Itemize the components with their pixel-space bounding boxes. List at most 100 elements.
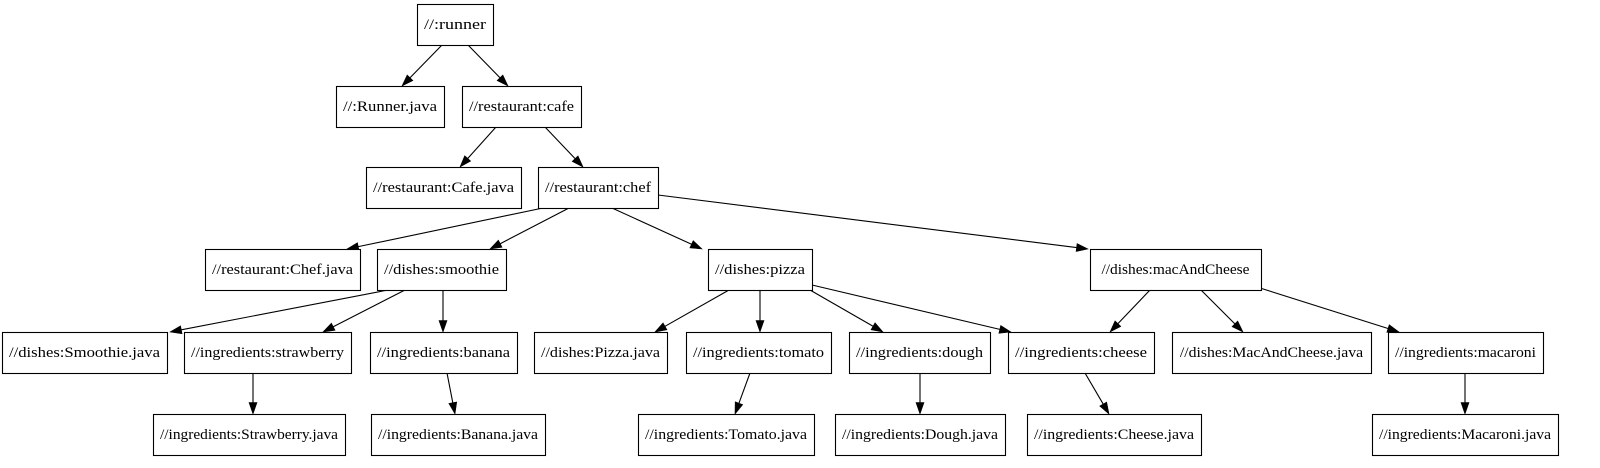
graph-node[interactable]: //dishes:Smoothie.java: [1, 331, 169, 375]
node-label: //ingredients:tomato: [693, 345, 824, 361]
node-box[interactable]: [370, 413, 547, 457]
edge-line: [467, 44, 501, 79]
graph-edge: [1460, 373, 1470, 415]
graph-edge: [169, 289, 389, 335]
graph-edge: [811, 284, 1012, 334]
node-label: //dishes:macAndCheese: [1101, 262, 1249, 278]
graph-node[interactable]: //restaurant:Chef.java: [204, 248, 362, 292]
edge-line: [738, 372, 751, 404]
edge-arrowhead: [1109, 320, 1122, 333]
node-box[interactable]: [1371, 413, 1560, 457]
graph-edge: [611, 207, 703, 250]
edge-arrowhead: [1099, 401, 1110, 415]
node-label: //ingredients:Macaroni.java: [1379, 427, 1552, 443]
node-label: //ingredients:Dough.java: [842, 427, 999, 443]
edge-arrowhead: [571, 155, 584, 168]
edge-arrowhead: [322, 322, 336, 333]
node-box[interactable]: [537, 166, 660, 210]
graph-node[interactable]: //restaurant:Cafe.java: [365, 166, 523, 210]
node-box[interactable]: [1089, 248, 1263, 292]
node-box[interactable]: [1387, 331, 1545, 375]
node-label: //dishes:smoothie: [384, 262, 499, 278]
graph-node[interactable]: //:runner: [416, 3, 495, 47]
edge-arrowhead: [870, 322, 884, 333]
node-box[interactable]: [204, 248, 362, 292]
node-box[interactable]: [1007, 331, 1156, 375]
node-label: //ingredients:Tomato.java: [645, 427, 808, 443]
edge-arrowhead: [459, 155, 472, 168]
node-box[interactable]: [1, 331, 169, 375]
graph-edge: [657, 194, 1089, 252]
graph-edge: [401, 44, 443, 87]
graph-node[interactable]: //ingredients:dough: [848, 331, 992, 375]
edge-line: [811, 284, 1000, 330]
node-label: //ingredients:macaroni: [1395, 345, 1536, 361]
edge-arrowhead: [1460, 402, 1470, 415]
graph-edge: [459, 126, 497, 168]
node-box[interactable]: [369, 331, 519, 375]
graph-node[interactable]: //ingredients:cheese: [1007, 331, 1156, 375]
graph-node[interactable]: //dishes:smoothie: [376, 248, 508, 292]
node-box[interactable]: [152, 413, 347, 457]
edge-arrowhead: [169, 325, 183, 335]
graph-edge: [446, 372, 458, 415]
graph-node[interactable]: //ingredients:banana: [369, 331, 519, 375]
graph-node[interactable]: //restaurant:cafe: [461, 85, 583, 129]
graph-node[interactable]: //dishes:Pizza.java: [533, 331, 669, 375]
node-box[interactable]: [637, 413, 816, 457]
node-box[interactable]: [848, 331, 992, 375]
node-box[interactable]: [376, 248, 508, 292]
node-box[interactable]: [365, 166, 523, 210]
edge-line: [1117, 289, 1151, 325]
node-box[interactable]: [416, 3, 495, 47]
node-box[interactable]: [533, 331, 669, 375]
node-box[interactable]: [685, 331, 833, 375]
graph-node[interactable]: //:Runner.java: [335, 85, 446, 129]
edge-arrowhead: [496, 74, 509, 87]
edge-line: [409, 44, 443, 79]
edge-arrowhead: [248, 402, 258, 415]
edge-arrowhead: [1386, 324, 1400, 333]
graph-node[interactable]: //ingredients:Tomato.java: [637, 413, 816, 457]
nodes-layer: //:runner //:Runner.java //restaurant:cafe…: [1, 3, 1560, 457]
node-label: //dishes:Smoothie.java: [9, 345, 161, 361]
graph-node[interactable]: //dishes:pizza: [707, 248, 814, 292]
node-label: //restaurant:Cafe.java: [373, 180, 515, 196]
edge-arrowhead: [489, 239, 503, 250]
graph-node[interactable]: //ingredients:strawberry: [183, 331, 353, 375]
node-box[interactable]: [834, 413, 1007, 457]
graph-node[interactable]: //ingredients:Banana.java: [370, 413, 547, 457]
graph-node[interactable]: //ingredients:Strawberry.java: [152, 413, 347, 457]
edge-line: [181, 289, 389, 331]
graph-node[interactable]: //ingredients:tomato: [685, 331, 833, 375]
graph-edge: [1259, 287, 1400, 333]
graph-node[interactable]: //ingredients:Dough.java: [834, 413, 1007, 457]
graph-node[interactable]: //ingredients:Cheese.java: [1026, 413, 1203, 457]
node-label: //ingredients:Banana.java: [378, 427, 539, 443]
graph-node[interactable]: //dishes:MacAndCheese.java: [1171, 331, 1373, 375]
edge-arrowhead: [755, 320, 765, 333]
graph-edge: [654, 289, 730, 333]
graph-node[interactable]: //ingredients:macaroni: [1387, 331, 1545, 375]
node-label: //restaurant:cafe: [469, 99, 574, 115]
node-label: //dishes:MacAndCheese.java: [1180, 345, 1364, 361]
graph-node[interactable]: //restaurant:chef: [537, 166, 660, 210]
node-box[interactable]: [335, 85, 446, 129]
node-label: //ingredients:dough: [856, 345, 983, 361]
node-box[interactable]: [1026, 413, 1203, 457]
node-label: //dishes:pizza: [715, 262, 806, 278]
graph-node[interactable]: //ingredients:Macaroni.java: [1371, 413, 1560, 457]
node-box[interactable]: [1171, 331, 1373, 375]
edge-line: [544, 126, 576, 160]
graph-edge: [248, 373, 258, 415]
node-label: //dishes:Pizza.java: [541, 345, 661, 361]
node-box[interactable]: [183, 331, 353, 375]
node-box[interactable]: [707, 248, 814, 292]
node-label: //:Runner.java: [343, 99, 438, 115]
graph-node[interactable]: //dishes:macAndCheese: [1089, 248, 1263, 292]
edge-line: [809, 289, 874, 327]
node-box[interactable]: [461, 85, 583, 129]
node-label: //ingredients:banana: [377, 345, 511, 361]
edge-line: [467, 126, 497, 159]
edge-arrowhead: [401, 74, 414, 87]
